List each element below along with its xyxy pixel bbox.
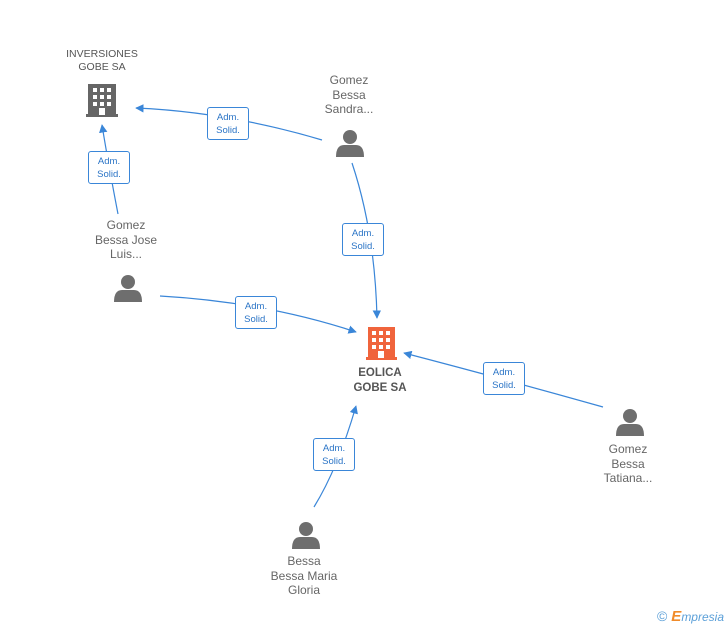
edge-label-gloria-eolica[interactable]: Adm. Solid. <box>313 438 355 471</box>
edge-label-line2: Solid. <box>97 169 121 180</box>
edge-label-line1: Adm. <box>244 301 268 312</box>
building-icon[interactable] <box>366 327 397 360</box>
edge-label-line1: Adm. <box>492 367 516 378</box>
person-icon[interactable] <box>114 275 142 302</box>
person-icon[interactable] <box>336 130 364 157</box>
building-icon[interactable] <box>86 84 118 117</box>
edge-label-sandra-inversiones[interactable]: Adm. Solid. <box>207 107 249 140</box>
copyright-icon: © <box>656 608 668 624</box>
edge-label-line2: Solid. <box>244 314 268 325</box>
brand-watermark: ©Empresia <box>657 608 724 625</box>
edge-label-jose-inversiones[interactable]: Adm. Solid. <box>88 151 130 184</box>
edge-label-line2: Solid. <box>216 125 240 136</box>
edge-label-line2: Solid. <box>322 456 346 467</box>
edge-label-line2: Solid. <box>492 380 516 391</box>
edge-label-line2: Solid. <box>351 241 375 252</box>
edge-label-line1: Adm. <box>97 156 121 167</box>
node-label-jose[interactable]: Gomez Bessa Jose Luis... <box>94 218 158 261</box>
edge-label-tatiana-eolica[interactable]: Adm. Solid. <box>483 362 525 395</box>
brand-name: mpresia <box>681 610 724 624</box>
node-label-eolica[interactable]: EOLICA GOBE SA <box>353 367 407 394</box>
node-label-sandra[interactable]: Gomez Bessa Sandra... <box>324 73 374 116</box>
person-icon[interactable] <box>292 522 320 549</box>
person-icon[interactable] <box>616 409 644 436</box>
edge-label-jose-eolica[interactable]: Adm. Solid. <box>235 296 277 329</box>
node-label-gloria[interactable]: Bessa Bessa Maria Gloria <box>270 554 338 597</box>
brand-initial: E <box>671 608 682 625</box>
edge-label-line1: Adm. <box>322 443 346 454</box>
edge-label-sandra-eolica[interactable]: Adm. Solid. <box>342 223 384 256</box>
node-label-inversiones[interactable]: INVERSIONES GOBE SA <box>66 48 138 73</box>
edge-label-line1: Adm. <box>216 112 240 123</box>
node-label-tatiana[interactable]: Gomez Bessa Tatiana... <box>603 442 653 485</box>
edge-label-line1: Adm. <box>351 228 375 239</box>
